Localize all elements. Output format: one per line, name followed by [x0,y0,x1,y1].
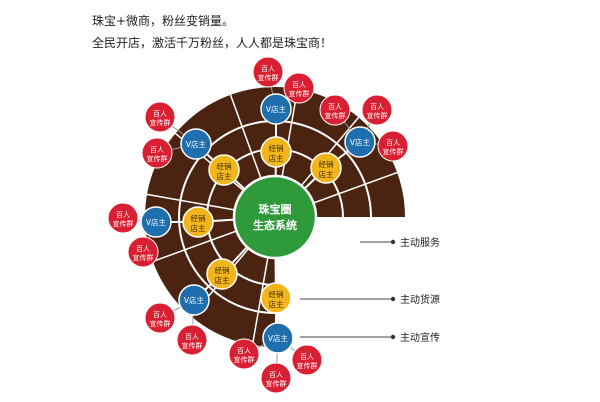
dealer-label: 店主 [319,169,334,179]
promo-group-node [291,344,323,376]
vshop-owner-node [180,128,212,160]
vshop-owner-node [178,284,210,316]
dealer-label: 店主 [269,153,284,163]
vshop-owner-label: V店主 [266,104,287,114]
promo-group-label: 宣传群 [147,154,168,163]
promo-group-label: 宣传群 [383,147,404,156]
headline-line-2: 全民开店，激活千万粉丝，人人都是珠宝商！ [92,36,333,50]
promo-group-label: 宣传群 [150,319,171,328]
callout-dot [390,334,396,340]
promo-group-node [107,202,139,234]
promo-group-node [319,94,351,126]
promo-group-label: 百人 [237,347,251,355]
promo-group-label: 宣传群 [367,111,388,120]
ring-spoke [229,94,262,178]
dealer-label: 店主 [215,275,230,285]
promo-group-label: 宣传群 [133,253,154,262]
promo-group-label: 百人 [300,353,314,361]
promo-group-node [176,324,208,356]
promo-group-label: 百人 [370,103,384,111]
callout-label: 主动货源 [400,293,440,306]
promo-group-label: 百人 [328,103,342,111]
promo-group-label: 百人 [269,371,283,379]
promo-group-label: 宣传群 [234,355,255,364]
dealer-label: 经销 [217,161,232,171]
dealer-node [206,258,238,290]
vshop-owner-node [344,126,376,158]
dealer-label: 经销 [319,159,334,169]
promo-group-label: 宣传群 [182,341,203,350]
dealer-label: 经销 [269,289,284,299]
hub-label: 生态系统 [253,218,297,232]
dealer-label: 经销 [215,265,230,275]
dealer-node [260,282,292,314]
nodes: 百人宣传群百人宣传群百人宣传群百人宣传群百人宣传群百人宣传群百人宣传群百人宣传群… [107,56,409,394]
dealer-label: 店主 [191,223,206,233]
promo-group-label: 宣传群 [325,111,346,120]
dealer-label: 店主 [269,299,284,309]
hub-label: 珠宝圈 [259,202,292,216]
vshop-owner-node [262,322,294,354]
ring-spoke [152,230,236,263]
vshop-owner-node [140,206,172,238]
promo-group-label: 百人 [386,139,400,147]
dealer-node [310,152,342,184]
dealer-node [208,154,240,186]
promo-group-label: 宣传群 [258,73,279,82]
promo-group-label: 宣传群 [289,89,310,98]
promo-group-label: 宣传群 [266,379,287,388]
callout-dot [390,296,396,302]
ring-spoke [314,171,398,204]
vshop-owner-node [260,93,292,125]
dealer-label: 店主 [217,171,232,181]
dealer-node [182,206,214,238]
vshop-owner-label: V店主 [146,217,167,227]
promo-group-label: 百人 [150,146,164,154]
promo-group-node [361,94,393,126]
promo-group-label: 百人 [136,245,150,253]
callout-label: 主动宣传 [400,331,440,344]
promo-group-label: 百人 [153,110,167,118]
promo-group-node [127,236,159,268]
promo-group-node [144,101,176,133]
callout-label: 主动服务 [400,236,440,249]
promo-group-label: 百人 [261,65,275,73]
promo-group-label: 宣传群 [113,219,134,228]
callout-dot [390,239,396,245]
promo-group-label: 百人 [292,81,306,89]
promo-group-label: 百人 [153,311,167,319]
vshop-owner-label: V店主 [350,137,371,147]
promo-group-label: 百人 [116,211,130,219]
vshop-owner-label: V店主 [268,333,289,343]
dealer-label: 经销 [191,213,206,223]
promo-group-node [141,137,173,169]
promo-group-node [228,338,260,370]
promo-group-node [283,72,315,104]
promo-group-label: 百人 [185,333,199,341]
vshop-owner-label: V店主 [184,295,205,305]
promo-group-node [252,56,284,88]
promo-group-label: 宣传群 [297,361,318,370]
headline-line-1: 珠宝+微商，粉丝变销量。 [92,14,235,28]
promo-group-node [377,130,409,162]
dealer-label: 经销 [269,143,284,153]
dealer-node [260,136,292,168]
ring-spoke [146,193,234,211]
ring-spoke [251,258,269,346]
ecosystem-hub [232,174,318,260]
promo-group-label: 宣传群 [150,118,171,127]
promo-group-node [260,362,292,394]
vshop-owner-label: V店主 [186,139,207,149]
promo-group-node [144,302,176,334]
